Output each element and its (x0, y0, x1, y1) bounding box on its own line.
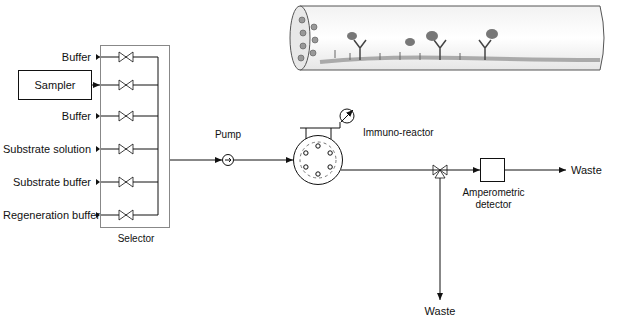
pump-symbol: Pump (222, 154, 234, 166)
waste-label: Waste (571, 164, 602, 177)
sampler-label: Sampler (35, 79, 76, 91)
injection-valve-outline (293, 135, 343, 185)
waste-valve (433, 165, 447, 178)
input-label: Substrate buffer (13, 176, 91, 189)
flow-line (341, 170, 480, 171)
detector-label: Amperometric detector (454, 187, 534, 210)
input-label: Buffer (62, 110, 91, 123)
selector-label: Selector (118, 233, 155, 245)
input-label: Buffer (62, 51, 91, 64)
flow-line (170, 160, 222, 161)
injection-valve: Immuno-reactor (293, 135, 343, 185)
selector-valves (98, 57, 158, 215)
valve-symbol (119, 52, 133, 220)
detector-box: Amperometric detector (480, 158, 505, 182)
flow-line (234, 160, 293, 161)
pump-symbol-outline (222, 154, 234, 166)
waste-line (505, 170, 566, 171)
input-label: Substrate solution (3, 143, 91, 156)
selector-box: Selector (100, 45, 170, 228)
waste-line (440, 178, 441, 300)
injection-label: Immuno-reactor (363, 127, 434, 139)
flow-line (92, 85, 100, 86)
tube-illustration (290, 6, 604, 70)
sampler-box: Sampler (18, 70, 92, 100)
input-label: Regeneration buffer (3, 209, 100, 222)
pump-label: Pump (215, 129, 241, 141)
waste-label: Waste (425, 305, 456, 318)
reactor-loop (300, 109, 354, 139)
